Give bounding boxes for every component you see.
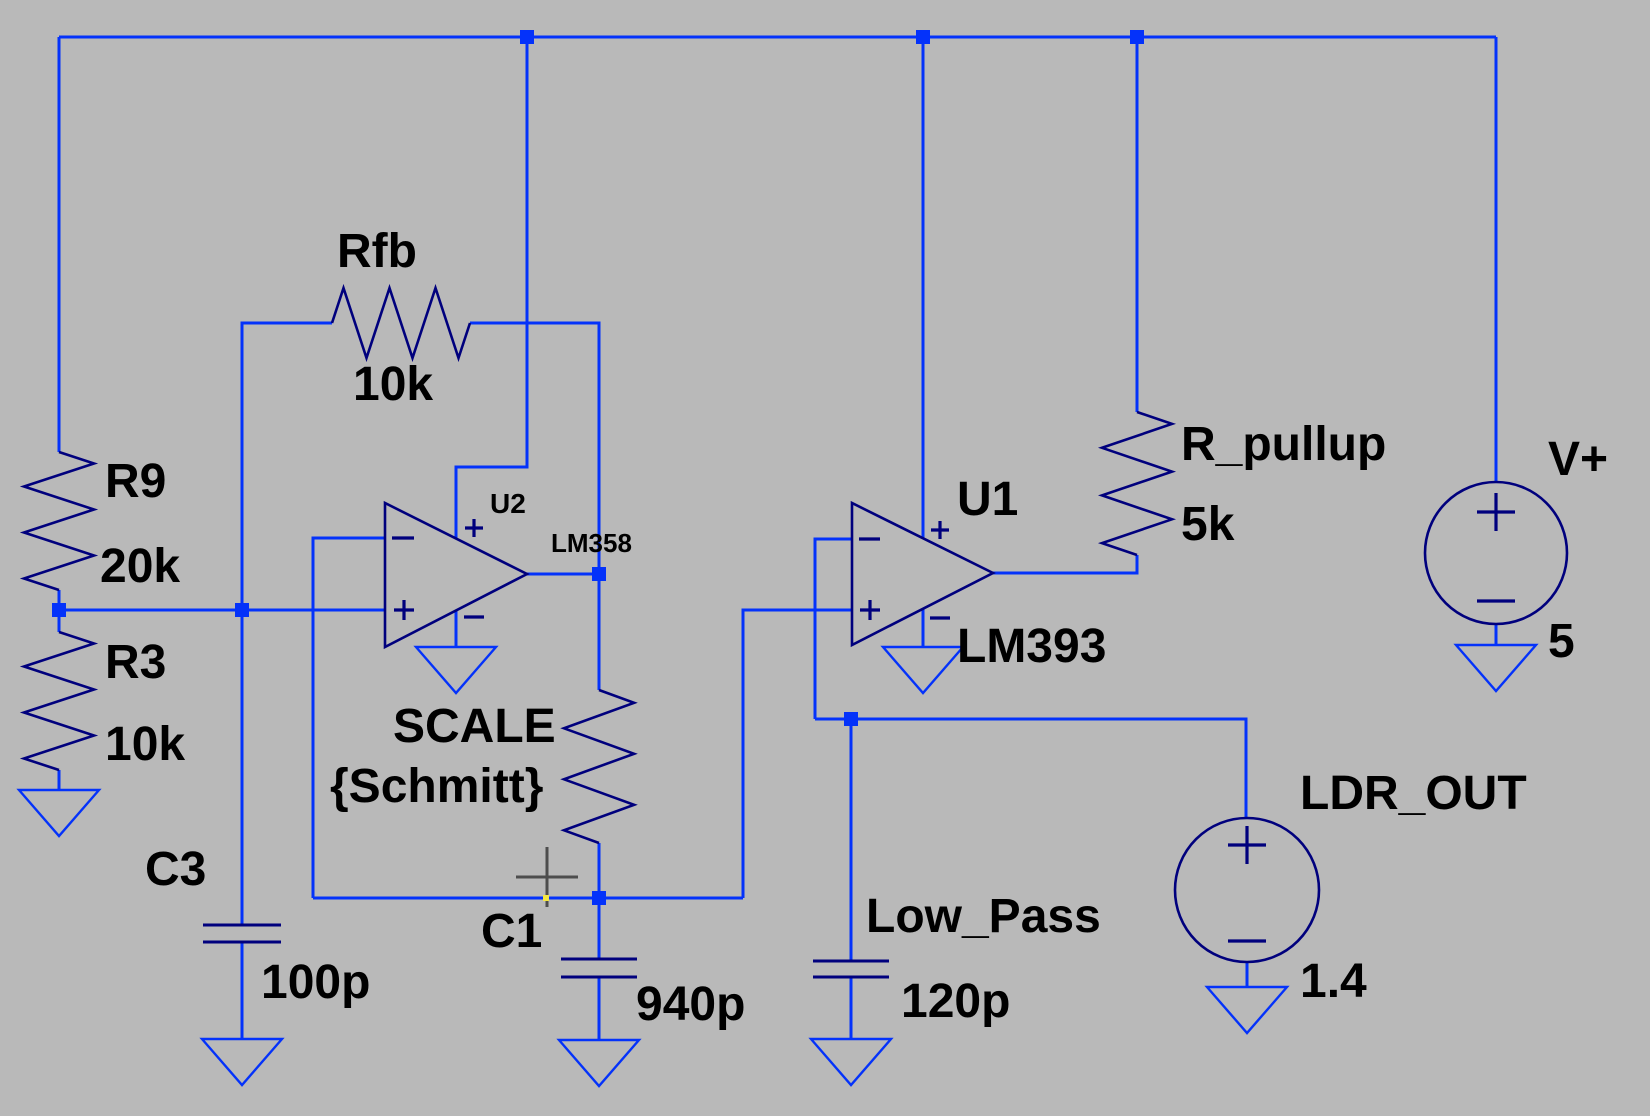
label-ldr-name[interactable]: LDR_OUT [1300,767,1527,820]
ground-icon[interactable] [413,645,499,695]
label-vplus-value[interactable]: 5 [1548,615,1575,668]
wire-u1-output[interactable] [993,555,1139,575]
ground-icon[interactable] [1204,985,1290,1035]
ground-icon[interactable] [808,1037,894,1087]
vplus-plus-mark [1477,493,1515,531]
label-r3-value[interactable]: 10k [105,718,186,771]
junction-dot [916,30,930,44]
label-scale-name[interactable]: SCALE [393,700,556,753]
label-rpullup-name[interactable]: R_pullup [1181,418,1387,471]
junction-dot [52,603,66,617]
wire-feedback-riser[interactable] [311,536,385,898]
label-u1-name[interactable]: U1 [957,473,1019,526]
resistor-scale[interactable] [560,688,638,845]
label-u2-part[interactable]: LM358 [551,528,632,558]
u2-noninverting-input-mark [394,600,414,620]
resistor-r3[interactable] [19,630,99,772]
label-u1-part[interactable]: LM393 [957,620,1107,673]
capacitor-c1[interactable] [561,957,637,979]
label-r9-name[interactable]: R9 [105,455,167,508]
vplus-body[interactable] [1423,480,1569,626]
wire-rfb-right[interactable] [470,321,601,574]
junction-dot [1130,30,1144,44]
voltage-source-ldr[interactable] [1173,816,1321,964]
label-lowpass-name[interactable]: Low_Pass [866,890,1101,943]
opamp-u1-triangle[interactable] [850,500,996,648]
wire-u2-vplus-pin[interactable] [454,37,529,538]
label-c3-name[interactable]: C3 [145,843,207,896]
opamp-u2-triangle[interactable] [383,500,530,650]
ground-icon[interactable] [556,1038,642,1088]
label-u2-name[interactable]: U2 [490,488,526,519]
label-scale-value[interactable]: {Schmitt} [330,760,544,813]
label-rpullup-value[interactable]: 5k [1181,498,1235,551]
capacitor-c3[interactable] [203,923,281,944]
junction-dot [592,567,606,581]
snap-dot [543,895,549,901]
ground-icon[interactable] [199,1037,285,1087]
label-vplus-name[interactable]: V+ [1548,433,1609,486]
wire-u1-plus-riser[interactable] [741,608,852,898]
wire-rfb-left-riser[interactable] [240,321,332,610]
wire-ldr-horizontal[interactable] [815,717,1248,818]
capacitor-lowpass[interactable] [813,959,889,979]
junction-dot [592,891,606,905]
ldr-body[interactable] [1173,816,1321,964]
ground-icon[interactable] [1453,643,1539,693]
wire-u1-minus-riser[interactable] [813,537,852,719]
resistor-r9[interactable] [19,450,99,592]
opamp-u2[interactable] [383,500,530,650]
resistor-rfb[interactable] [330,283,472,363]
opamp-u1[interactable] [850,500,996,648]
label-r3-name[interactable]: R3 [105,636,167,689]
junction-dot [235,603,249,617]
u1-noninverting-input-mark [860,600,880,620]
u1-vplus-mark [931,521,949,539]
junction-dot [520,30,534,44]
label-rfb-value[interactable]: 10k [353,358,434,411]
junction-dot [844,712,858,726]
ground-icon[interactable] [880,645,966,695]
label-c3-value[interactable]: 100p [261,956,371,1009]
label-rfb-name[interactable]: Rfb [337,225,417,278]
label-c1-name[interactable]: C1 [481,905,543,958]
label-lowpass-value[interactable]: 120p [901,975,1011,1028]
label-r9-value[interactable]: 20k [100,540,181,593]
ldr-plus-mark [1228,826,1266,864]
label-c1-value[interactable]: 940p [636,978,746,1031]
voltage-source-vplus[interactable] [1423,480,1569,626]
label-ldr-value[interactable]: 1.4 [1300,955,1367,1008]
u2-vplus-mark [465,519,483,537]
cursor-crosshair [516,847,578,907]
ground-icon[interactable] [16,788,102,838]
resistor-rpullup[interactable] [1097,410,1177,557]
